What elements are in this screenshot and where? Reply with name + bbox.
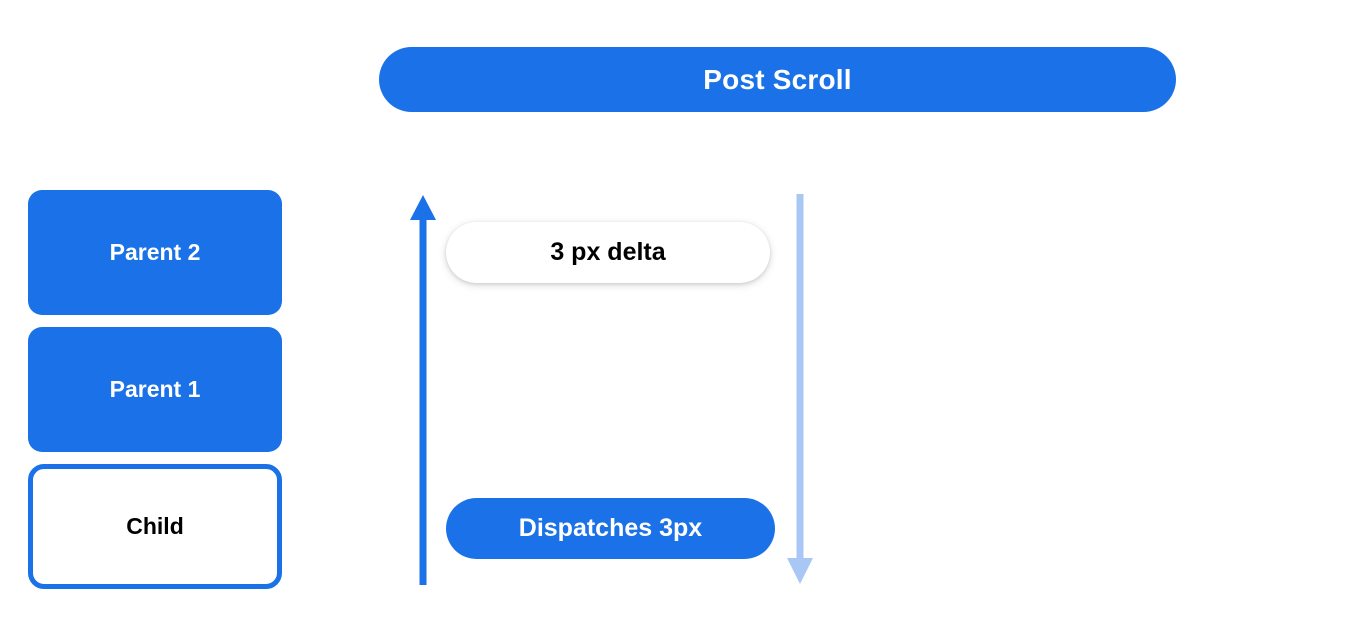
header-pill: Post Scroll xyxy=(379,47,1176,112)
node-label-child: Child xyxy=(126,513,184,539)
node-box-parent-1: Parent 1 xyxy=(28,327,282,452)
node-stack: Parent 2 Parent 1 Child xyxy=(28,190,282,589)
delta-pill: 3 px delta xyxy=(446,222,770,283)
node-box-parent-2: Parent 2 xyxy=(28,190,282,315)
header-title: Post Scroll xyxy=(703,63,852,95)
node-label-parent-1: Parent 1 xyxy=(109,376,201,402)
scroll-up-arrow-head xyxy=(410,195,436,220)
dispatch-pill-label: Dispatches 3px xyxy=(518,514,703,542)
node-label-parent-2: Parent 2 xyxy=(109,239,201,265)
scroll-up-arrow xyxy=(410,195,436,585)
dispatch-pill: Dispatches 3px xyxy=(446,498,775,559)
node-box-child: Child xyxy=(28,464,282,589)
scroll-down-arrow-head xyxy=(787,558,813,584)
scroll-down-arrow xyxy=(787,194,813,584)
delta-pill-label: 3 px delta xyxy=(550,238,666,266)
